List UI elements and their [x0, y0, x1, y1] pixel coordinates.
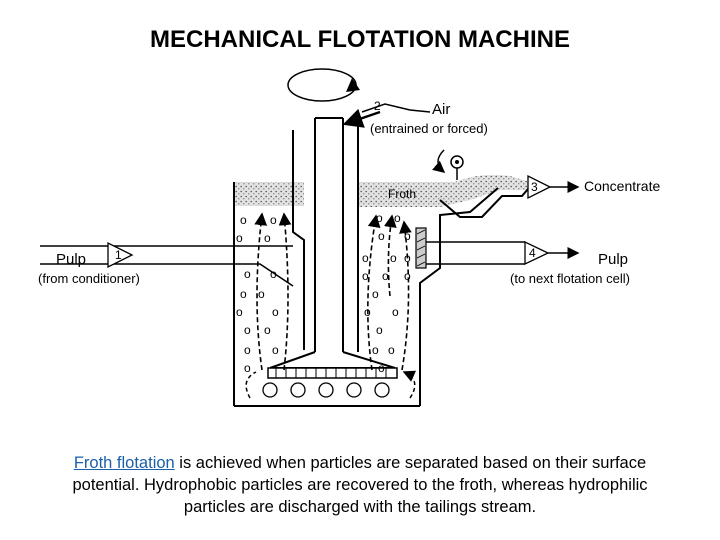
svg-text:o: o	[264, 323, 271, 337]
froth-flotation-link[interactable]: Froth flotation	[73, 454, 175, 472]
svg-text:o: o	[270, 213, 277, 227]
svg-text:o: o	[376, 211, 383, 225]
diffuser-flow	[245, 372, 415, 399]
svg-text:o: o	[392, 305, 399, 319]
tailings-pipe	[426, 241, 525, 265]
svg-text:o: o	[272, 343, 279, 357]
caption: Froth flotation is achieved when particl…	[40, 452, 680, 518]
svg-text:o: o	[372, 343, 379, 357]
tank-right-wall	[419, 187, 499, 406]
air-sublabel: (entrained or forced)	[370, 121, 488, 136]
concentrate-launder	[439, 188, 529, 218]
air-label: Air	[432, 101, 450, 118]
svg-text:o: o	[240, 213, 247, 227]
pulp-out-number: 4	[529, 246, 536, 260]
svg-text:o: o	[394, 211, 401, 225]
svg-text:o: o	[244, 323, 251, 337]
svg-text:o: o	[270, 267, 277, 281]
svg-text:o: o	[372, 287, 379, 301]
left-flow-arrows	[254, 212, 292, 371]
air-inlet-pipe	[361, 103, 431, 113]
svg-text:o: o	[244, 343, 251, 357]
pulp-out-label: Pulp	[598, 251, 628, 268]
standpipe-left	[292, 130, 305, 350]
svg-text:o: o	[404, 251, 411, 265]
diffuser-ring	[262, 382, 390, 398]
pulp-in-sublabel: (from conditioner)	[38, 271, 140, 286]
svg-text:o: o	[390, 251, 397, 265]
svg-text:o: o	[264, 231, 271, 245]
froth-label: Froth	[388, 187, 416, 201]
rotation-arrow	[287, 68, 357, 102]
concentrate-label: Concentrate	[584, 178, 660, 194]
svg-text:o: o	[364, 305, 371, 319]
air-bubbles: o o o o o o o o o o o o o o o o o o o o …	[236, 211, 411, 375]
svg-text:o: o	[362, 251, 369, 265]
diagram-title: MECHANICAL FLOTATION MACHINE	[150, 26, 570, 53]
impeller-teeth	[275, 368, 387, 378]
svg-text:o: o	[244, 267, 251, 281]
svg-text:o: o	[382, 269, 389, 283]
tailings-marker	[524, 240, 550, 266]
svg-text:o: o	[240, 287, 247, 301]
concentrate-number: 3	[531, 180, 538, 194]
svg-text:o: o	[378, 361, 385, 375]
svg-text:o: o	[236, 305, 243, 319]
svg-text:o: o	[362, 269, 369, 283]
svg-text:o: o	[244, 361, 251, 375]
svg-text:o: o	[272, 305, 279, 319]
svg-text:o: o	[404, 229, 411, 243]
concentrate-marker	[527, 174, 552, 200]
svg-text:o: o	[236, 231, 243, 245]
svg-text:o: o	[404, 269, 411, 283]
pulp-in-number: 1	[115, 248, 122, 262]
right-flow-arrows	[367, 214, 412, 371]
froth-layer-right	[358, 174, 530, 207]
pulp-feed-marker	[107, 241, 134, 269]
svg-text:o: o	[376, 323, 383, 337]
pulp-out-sublabel: (to next flotation cell)	[510, 271, 630, 286]
svg-text:o: o	[388, 343, 395, 357]
pulp-in-label: Pulp	[56, 251, 86, 268]
air-number: 2	[374, 99, 381, 113]
caption-text: is achieved when particles are separated…	[72, 454, 648, 516]
svg-text:o: o	[378, 229, 385, 243]
svg-text:o: o	[258, 287, 265, 301]
